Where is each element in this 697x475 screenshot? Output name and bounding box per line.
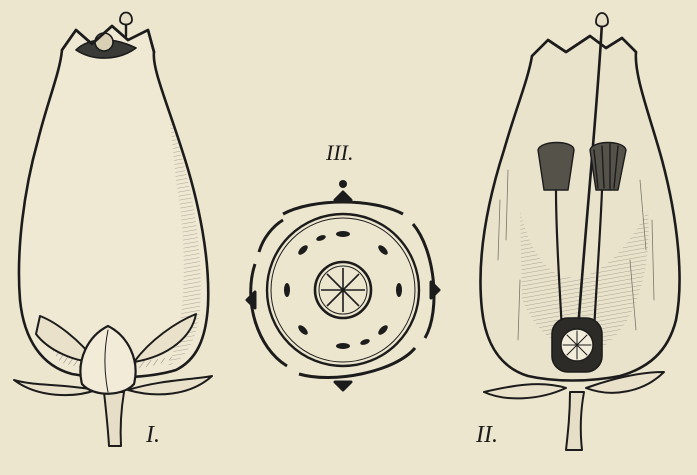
section-stigma <box>596 13 608 27</box>
ovary-top <box>95 33 113 51</box>
anther-left <box>538 143 574 191</box>
ovary-spokes <box>321 268 365 312</box>
axis-dot <box>339 180 347 188</box>
label-figure-two: II. <box>475 422 498 448</box>
label-figure-one: I. <box>145 422 160 448</box>
ovary-section <box>552 318 602 372</box>
stigma <box>120 13 132 25</box>
label-figure-three: III. <box>325 140 353 165</box>
